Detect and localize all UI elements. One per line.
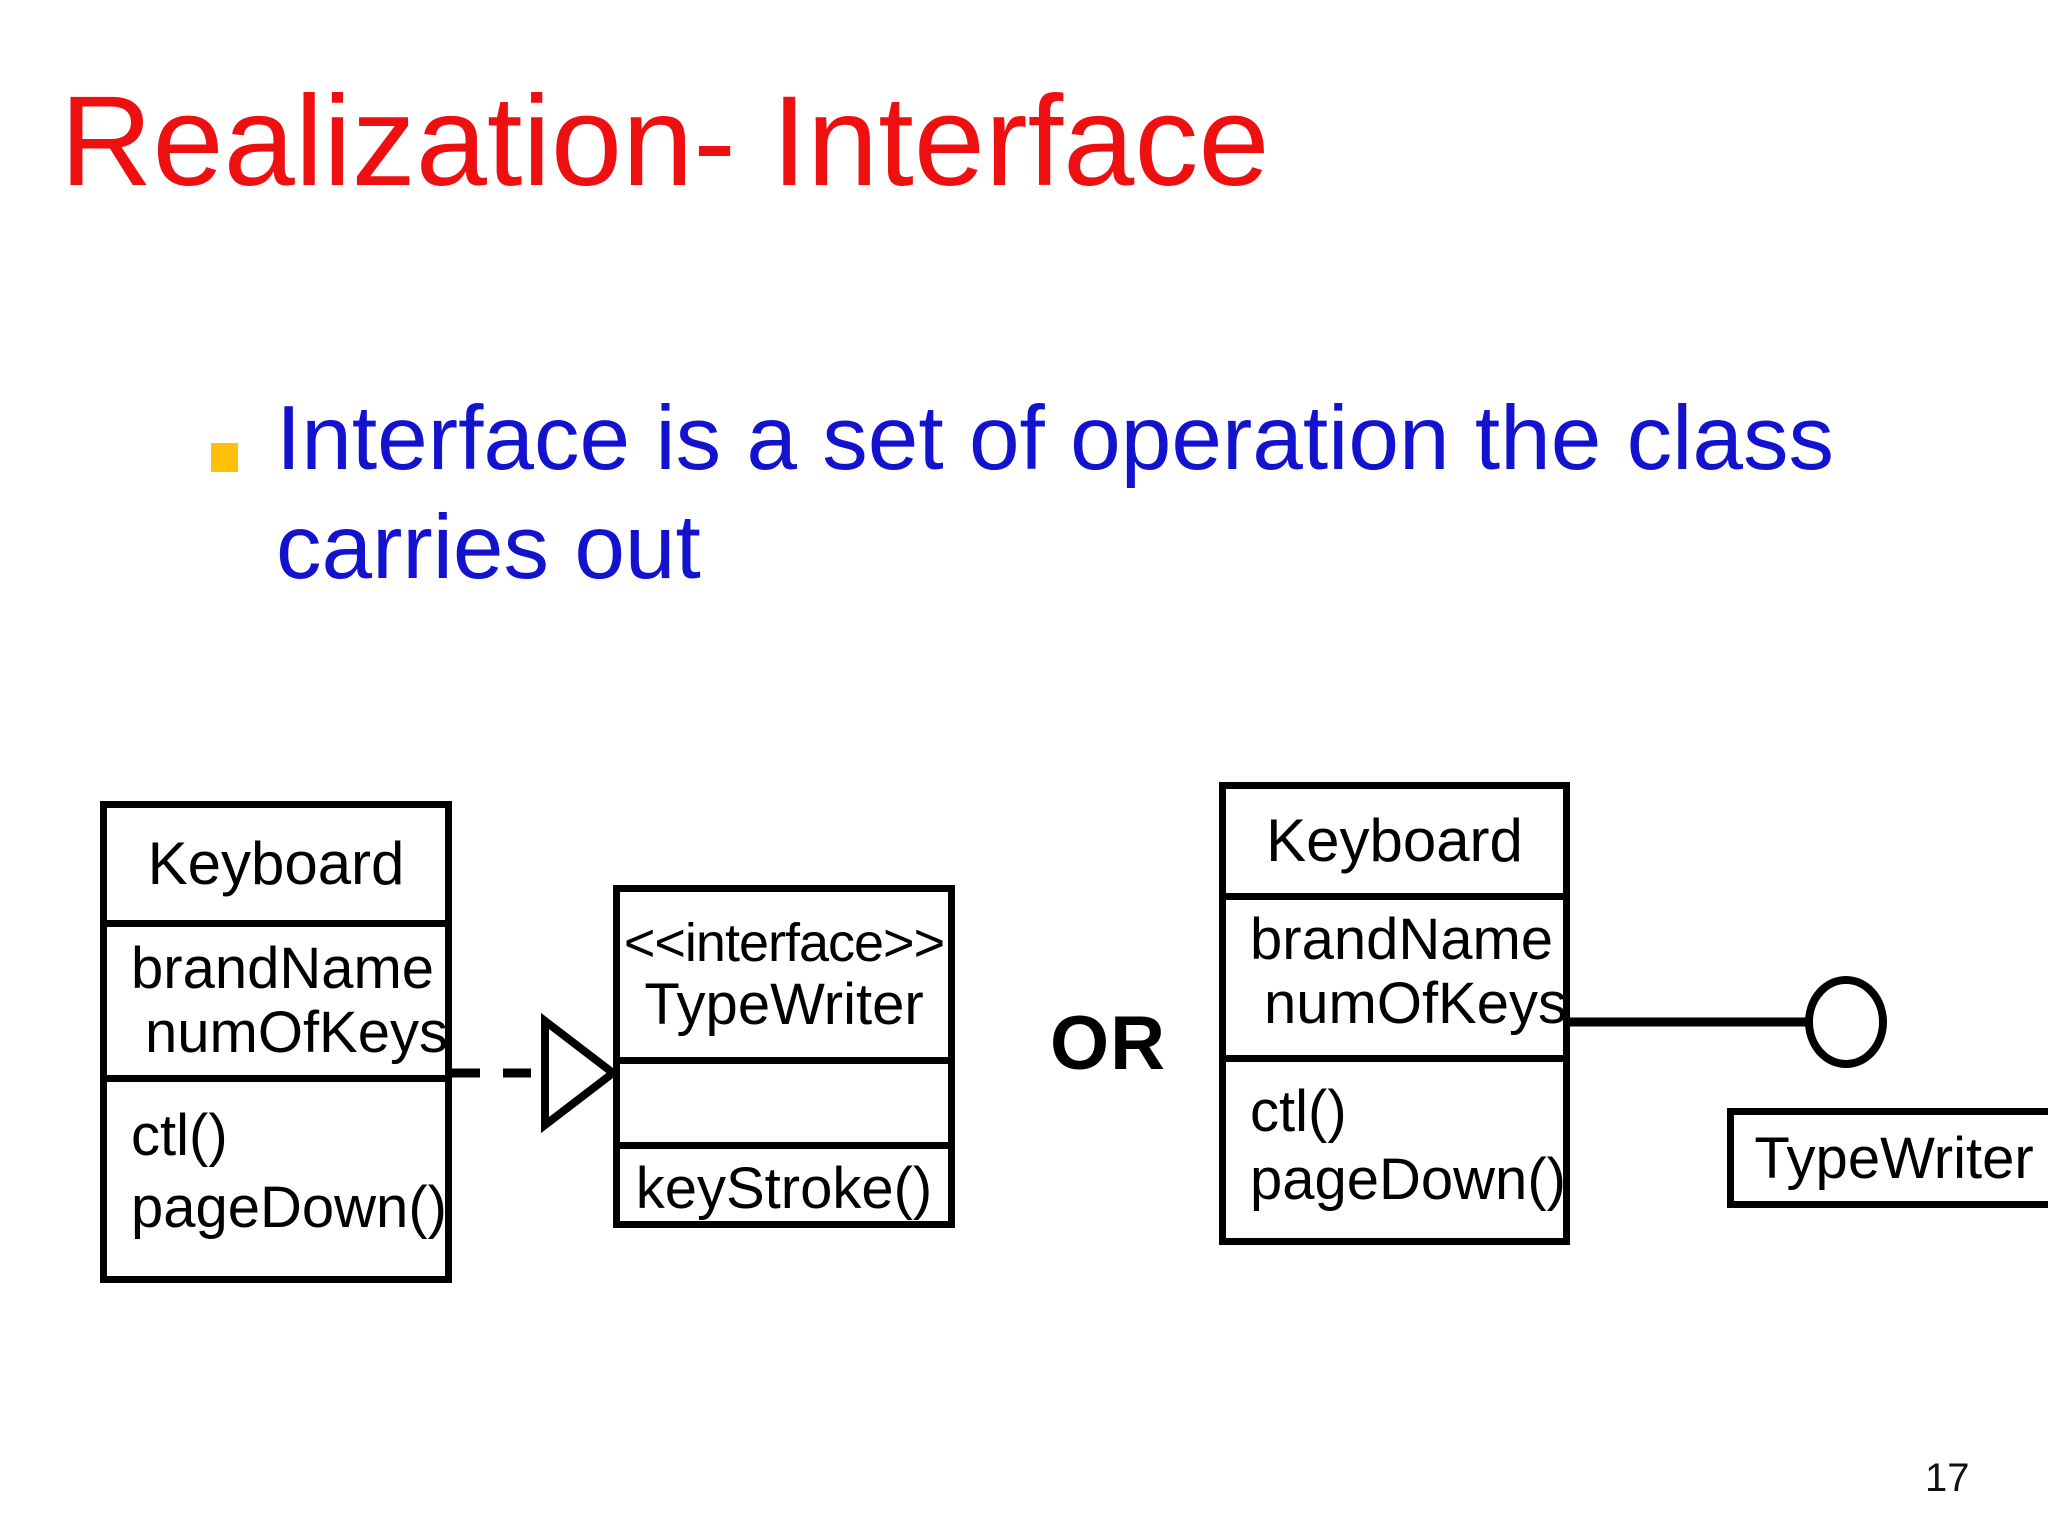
- uml-interface-typewriter: <<interface>> TypeWriter keyStroke(): [613, 885, 955, 1228]
- interface-stereotype: <<interface>>: [623, 912, 945, 973]
- interface-name: TypeWriter: [644, 971, 924, 1037]
- operation-keystroke: keyStroke(): [635, 1155, 933, 1221]
- lollipop-interface-name: TypeWriter: [1754, 1125, 2034, 1191]
- slide-title: Realization- Interface: [60, 70, 1270, 213]
- operation-pagedown: pageDown(): [131, 1175, 447, 1240]
- lollipop-circle-icon: [1805, 976, 1887, 1068]
- class-operations-compartment: ctl() pageDown(): [107, 1075, 447, 1283]
- bullet-text: Interface is a set of operation the clas…: [276, 384, 1834, 602]
- bullet-square-icon: [211, 443, 238, 472]
- page-number: 17: [1925, 1456, 1970, 1500]
- class-name-compartment: Keyboard: [1226, 789, 1563, 893]
- class-name: Keyboard: [147, 830, 405, 897]
- attribute-numofkeys: numOfKeys: [1264, 971, 1567, 1036]
- operation-ctl: ctl(): [131, 1103, 228, 1168]
- realization-triangle-icon: [541, 1012, 620, 1134]
- interface-name-compartment: <<interface>> TypeWriter: [620, 892, 948, 1057]
- attribute-brandname: brandName: [131, 936, 435, 1001]
- operation-pagedown: pageDown(): [1250, 1147, 1566, 1212]
- class-operations-compartment: ctl() pageDown(): [1226, 1055, 1566, 1245]
- attribute-brandname: brandName: [1250, 907, 1554, 972]
- class-name-compartment: Keyboard: [107, 808, 445, 920]
- bullet-line-1: Interface is a set of operation the clas…: [276, 388, 1834, 489]
- interface-operations-compartment: keyStroke(): [620, 1142, 948, 1228]
- uml-class-keyboard-right: Keyboard brandName numOfKeys ctl() pageD…: [1219, 782, 1570, 1245]
- operation-ctl: ctl(): [1250, 1079, 1347, 1144]
- uml-class-keyboard-left: Keyboard brandName numOfKeys ctl() pageD…: [100, 801, 452, 1283]
- or-label: OR: [1050, 1001, 1166, 1086]
- class-attributes-compartment: brandName numOfKeys: [1226, 893, 1567, 1055]
- lollipop-interface-label-box: TypeWriter: [1727, 1108, 2048, 1208]
- bullet-line-2: carries out: [276, 497, 701, 598]
- class-name: Keyboard: [1266, 807, 1523, 874]
- attribute-numofkeys: numOfKeys: [145, 1000, 448, 1065]
- interface-attributes-compartment: [620, 1057, 948, 1142]
- class-attributes-compartment: brandName numOfKeys: [107, 920, 448, 1075]
